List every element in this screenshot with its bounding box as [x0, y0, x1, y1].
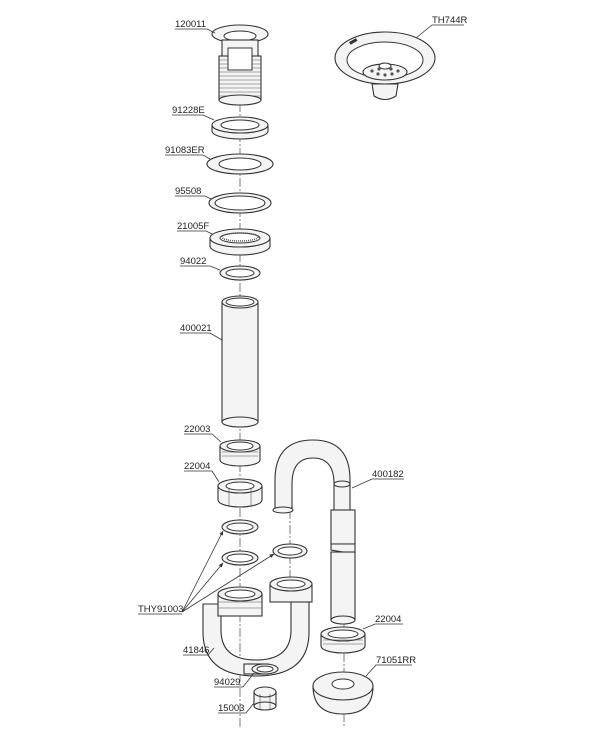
label-plug-washer: 94029 [214, 672, 255, 688]
return-bend [272, 439, 356, 625]
slip-washers [221, 519, 308, 566]
p-trap [202, 576, 313, 677]
rubber-gasket [208, 192, 272, 214]
svg-text:94022: 94022 [180, 256, 206, 267]
svg-text:400021: 400021 [180, 323, 212, 334]
label-slip-washers: THY91003 [138, 530, 275, 615]
label-fiber-washer: 91083ER [165, 145, 211, 160]
label-strainer-basket: TH744R [415, 15, 468, 39]
svg-text:71051RR: 71051RR [376, 655, 416, 666]
plug-washer [251, 663, 279, 675]
label-tail-washer: 94022 [180, 256, 221, 271]
svg-text:91083ER: 91083ER [165, 145, 205, 156]
label-slip-nut-a: 22003 [184, 424, 222, 443]
label-cleanout-plug: 15003 [218, 702, 255, 714]
strainer-basket [334, 31, 436, 101]
tailpiece [221, 295, 259, 428]
escutcheon [312, 671, 374, 715]
slip-nut-a [219, 439, 261, 467]
label-tailpiece: 400021 [180, 323, 223, 341]
svg-text:95508: 95508 [175, 186, 201, 197]
svg-text:41846: 41846 [183, 645, 209, 656]
label-p-trap: 41846 [183, 645, 215, 656]
label-coupling-nut: 21005F [177, 221, 213, 235]
svg-text:400182: 400182 [372, 469, 404, 480]
coupling-nut [209, 228, 271, 256]
tail-washer [219, 265, 261, 281]
svg-text:94029: 94029 [214, 677, 240, 688]
label-rubber-gasket: 95508 [175, 186, 212, 200]
svg-text:120011: 120011 [175, 19, 206, 30]
svg-text:21005F: 21005F [177, 221, 209, 232]
label-locknut-washer: 91228E [172, 105, 215, 121]
fiber-washer [206, 153, 274, 175]
label-strainer-body: 120011 [175, 19, 216, 34]
svg-text:91228E: 91228E [172, 105, 205, 116]
svg-text:22004: 22004 [184, 461, 210, 472]
strainer-body [211, 24, 269, 106]
label-slip-nut-c: 22004 [362, 614, 403, 630]
slip-nut-b [217, 478, 263, 508]
locknut-washer [211, 116, 269, 140]
label-escutcheon: 71051RR [365, 655, 416, 677]
svg-text:THY91003: THY91003 [138, 604, 183, 615]
svg-text:22003: 22003 [184, 424, 210, 435]
svg-text:TH744R: TH744R [432, 15, 468, 26]
slip-nut-c [320, 626, 366, 654]
cleanout-plug [253, 686, 277, 711]
label-return-bend: 400182 [351, 469, 404, 489]
svg-text:15003: 15003 [218, 703, 244, 714]
label-slip-nut-b: 22004 [184, 461, 220, 483]
svg-text:22004: 22004 [375, 614, 401, 625]
